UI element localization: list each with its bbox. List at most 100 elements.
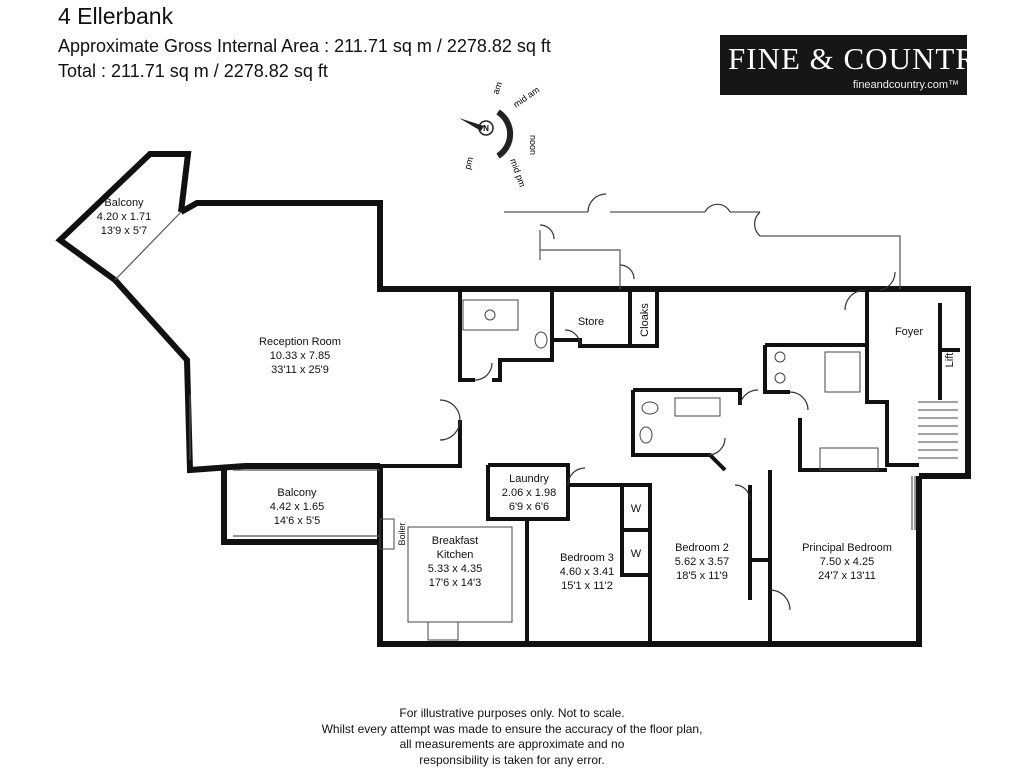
kitchen-imperial: 17'6 x 14'3 [429, 577, 482, 589]
disclaimer-line-1: For illustrative purposes only. Not to s… [399, 706, 625, 720]
fixtures [379, 299, 958, 641]
balcony-bottom-imperial: 14'6 x 5'5 [274, 515, 320, 527]
compass-label-mid-pm: mid pm [508, 157, 527, 188]
shower-tray [462, 299, 519, 331]
wall-reception-kitchen [380, 420, 462, 468]
boiler-name: Boiler [397, 522, 407, 545]
sun-arc [496, 109, 514, 159]
wall-wardrobes [620, 485, 650, 577]
balcony-top-metric: 4.20 x 1.71 [97, 211, 151, 223]
disclaimer-line-3: all measurements are approximate and no [399, 737, 625, 751]
laundry-name: Laundry [509, 473, 549, 485]
compass-label-pm: pm [462, 156, 475, 171]
laundry-metric: 2.06 x 1.98 [502, 487, 556, 499]
reception-name: Reception Room [259, 336, 341, 348]
wall-balcony-top [55, 151, 192, 283]
toilet-icon-2 [639, 426, 653, 444]
ensuite-basin-1 [774, 351, 786, 363]
terrace-outline [504, 211, 901, 289]
wall-reception-west [112, 277, 380, 474]
kitchen-island [407, 526, 513, 623]
room-labels: Balcony 4.20 x 1.71 13'9 x 5'7 Reception… [97, 197, 956, 592]
reception-metric: 10.33 x 7.85 [270, 350, 331, 362]
door-terrace-c [754, 211, 761, 237]
door-shower [474, 362, 493, 381]
wardrobe-a: W [631, 503, 642, 515]
boiler-cupboard [379, 518, 395, 550]
fine-and-country-logo: FINE & COUNTRY fineandcountry.com™ [720, 35, 998, 95]
basin-icon [641, 401, 659, 415]
bath-tub-small [674, 397, 721, 417]
compass-north-letter: N [483, 124, 489, 133]
kitchen-name-line1: Breakfast [432, 535, 478, 547]
wall-foyer [865, 289, 919, 467]
disclaimer: For illustrative purposes only. Not to s… [0, 706, 1024, 768]
compass-label-mid-am: mid am [511, 85, 541, 110]
door-foyer-hall [844, 289, 866, 311]
compass-label-am: am [490, 81, 504, 96]
balcony-top-imperial: 13'9 x 5'7 [101, 225, 147, 237]
logo-brand-text: FINE & COUNTRY [728, 41, 999, 76]
door-terrace-d [619, 264, 635, 280]
bedroom2-name: Bedroom 2 [675, 542, 729, 554]
toilet-icon [534, 331, 548, 349]
glazing-balcony-top [114, 211, 182, 281]
door-reception-hall [439, 399, 461, 421]
bedroom2-imperial: 18'5 x 11'9 [676, 570, 728, 582]
compass-label-noon: noon [528, 135, 538, 155]
wall-shower-room [458, 289, 554, 382]
total-area: Total : 211.71 sq m / 2278.82 sq ft [58, 61, 328, 81]
disclaimer-line-4: responsibility is taken for any error. [419, 752, 605, 767]
door-bedroom2 [734, 484, 751, 501]
terrace-steps [539, 230, 621, 289]
door-store [564, 329, 581, 346]
door-bathroom [707, 437, 726, 456]
kitchen-name-line2: Kitchen [437, 549, 474, 561]
logo-url: fineandcountry.com™ [852, 79, 959, 91]
balcony-bottom-metric: 4.42 x 1.65 [270, 501, 324, 513]
principal-imperial: 24'7 x 13'11 [818, 570, 876, 582]
door-reception-hall-b [439, 419, 461, 441]
wall-bedroom3-bedroom2 [568, 483, 652, 644]
door-ensuite [789, 391, 809, 411]
foyer-name: Foyer [895, 326, 923, 338]
glazing-balcony-bottom [233, 469, 380, 537]
interior-walls [380, 289, 960, 644]
lift-name: Lift [944, 353, 956, 368]
balcony-bottom-name: Balcony [277, 487, 317, 499]
kitchen-metric: 5.33 x 4.35 [428, 563, 482, 575]
glazing-lines [114, 211, 916, 537]
door-ensuite-hall [739, 389, 759, 406]
glazing-principal-east [911, 476, 916, 530]
laundry-imperial: 6'9 x 6'6 [509, 501, 549, 513]
door-principal [769, 589, 791, 611]
door-terrace-b [704, 203, 731, 213]
north-arrow-icon [459, 118, 484, 131]
door-swings [439, 193, 896, 611]
stairs [918, 401, 958, 459]
gross-internal-area: Approximate Gross Internal Area : 211.71… [58, 36, 551, 56]
reception-imperial: 33'11 x 25'9 [271, 364, 329, 376]
door-terrace-a [587, 193, 607, 213]
balcony-top-name: Balcony [104, 197, 144, 209]
wall-bedroom2-principal [748, 470, 772, 644]
bedroom3-name: Bedroom 3 [560, 552, 614, 564]
disclaimer-line-2: Whilst every attempt was made to ensure … [321, 721, 703, 736]
wall-bathroom [631, 388, 742, 472]
compass: N am mid am noon mid pm pm [459, 81, 541, 188]
wardrobe-b: W [631, 548, 642, 560]
kitchen-sink [427, 621, 459, 641]
wall-store-cloaks [552, 289, 659, 348]
wall-balcony-bottom [221, 470, 380, 545]
cloaks-name: Cloaks [639, 303, 651, 337]
bedroom3-metric: 4.60 x 3.41 [560, 566, 614, 578]
wall-laundry [486, 463, 570, 521]
principal-metric: 7.50 x 4.25 [820, 556, 874, 568]
store-name: Store [578, 316, 604, 328]
plan-title: 4 Ellerbank [58, 3, 174, 29]
wall-lift [938, 303, 960, 400]
shower-head-icon [484, 309, 496, 321]
ensuite-basin-2 [774, 372, 786, 384]
door-front [879, 271, 896, 291]
